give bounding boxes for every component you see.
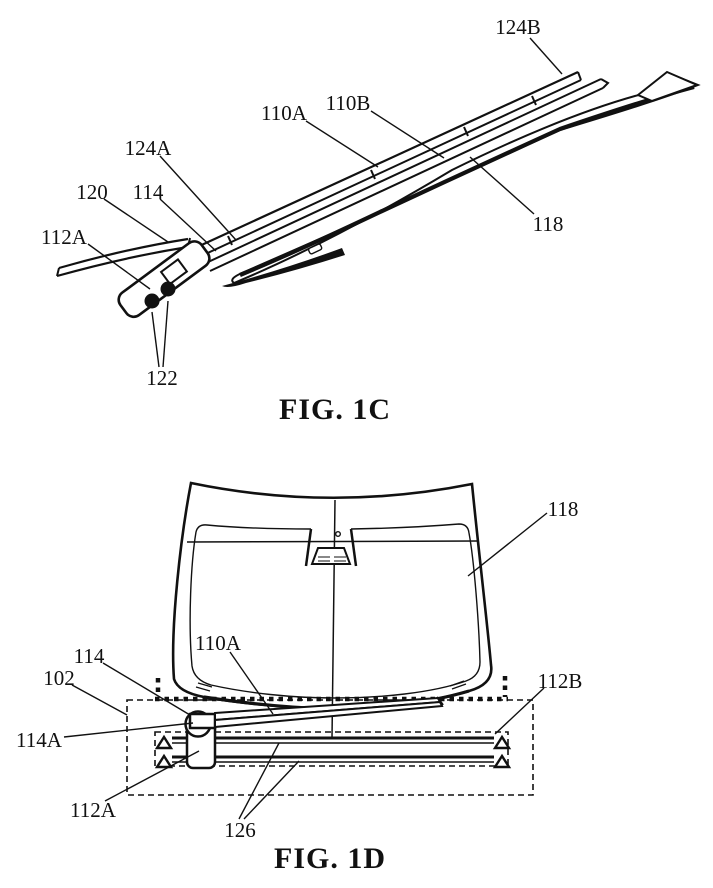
figure-1d: 118 110A 114 102 114A 112A 126 112B FIG.… (16, 481, 582, 875)
leader-114A (63, 722, 194, 738)
connector-hole (144, 293, 160, 309)
leader-110A (229, 651, 274, 715)
rail-end-triangle (154, 753, 174, 769)
rail-end-triangle (492, 734, 512, 750)
sensor-dot (335, 531, 342, 538)
leader-114 (102, 662, 191, 716)
label-124A: 124A (125, 136, 173, 160)
label-112A: 112A (70, 798, 117, 822)
leader-102 (71, 684, 128, 716)
beam-strip-top-edge (205, 78, 602, 264)
rail-end-triangle (154, 734, 174, 750)
figure-1c-leaders (87, 37, 563, 368)
label-122: 122 (146, 366, 178, 390)
leader-112A (87, 243, 151, 290)
leader-112A (104, 750, 200, 802)
figure-1d-leaders (63, 512, 548, 820)
label-124B: 124B (495, 15, 541, 39)
label-118: 118 (533, 212, 564, 236)
rail-divider (227, 235, 233, 246)
rails-drawing (154, 734, 512, 769)
leader-124B (529, 37, 563, 75)
label-114: 114 (133, 180, 164, 204)
figure-1d-labels: 118 110A 114 102 114A 112A 126 112B (16, 497, 582, 842)
end-cap-step-notch (159, 258, 189, 286)
label-110B: 110B (326, 91, 371, 115)
leader-118 (467, 512, 548, 577)
leader-122 (151, 311, 160, 368)
connector-hole (160, 281, 176, 297)
rail-bottom-edge (198, 79, 582, 258)
pivot-drawing (184, 710, 217, 770)
spoiler-118-drawing (222, 70, 701, 287)
leader-114 (159, 198, 217, 252)
leader-112B (494, 687, 545, 735)
dotted-boundary (155, 676, 508, 702)
pivot-clamp (188, 712, 217, 730)
spoiler-clip-detail (307, 243, 323, 255)
leader-124A (159, 155, 237, 241)
zone-box-102 (126, 699, 534, 796)
corner-detail (449, 680, 467, 690)
figure-1c-caption: FIG. 1C (279, 393, 391, 426)
rail-divider (463, 126, 469, 137)
rail-divider (370, 169, 376, 180)
blade-110a-drawing (214, 696, 444, 729)
rail-top-edge (194, 71, 579, 249)
leader-126 (238, 742, 280, 820)
beam-strip-bottom-edge (209, 87, 604, 272)
leader-118 (469, 156, 535, 215)
mirror-mount (304, 528, 358, 567)
windshield-drawing (171, 481, 493, 739)
label-102: 102 (43, 666, 75, 690)
leader-120 (103, 198, 169, 243)
label-110A: 110A (195, 631, 242, 655)
figure-1c: 124B 110A 110B 124A 120 114 112A 122 118… (41, 15, 701, 426)
figure-1d-caption: FIG. 1D (274, 842, 386, 875)
leader-110B (370, 110, 445, 159)
spoiler-lower-edge (239, 84, 695, 277)
figure-1c-labels: 124B 110A 110B 124A 120 114 112A 122 118 (41, 15, 563, 390)
tint-band-line (186, 540, 479, 543)
corner-detail (195, 682, 213, 692)
label-114A: 114A (16, 728, 63, 752)
rail-divider (531, 95, 537, 106)
spoiler-dark-swoosh (222, 248, 345, 287)
rail-end-triangle (492, 753, 512, 769)
label-112A: 112A (41, 225, 88, 249)
leader-110A (305, 120, 379, 168)
center-line (331, 499, 336, 739)
windshield-inner-line (189, 523, 481, 699)
leader-122 (162, 300, 169, 368)
label-126: 126 (224, 818, 256, 842)
label-114: 114 (74, 644, 105, 668)
spoiler-tip-face (636, 70, 700, 103)
label-112B: 112B (538, 669, 583, 693)
leader-126 (243, 760, 300, 820)
beam-drawing (193, 70, 610, 276)
label-120: 120 (76, 180, 108, 204)
end-cap-drawing (117, 240, 211, 319)
label-118: 118 (548, 497, 579, 521)
label-110A: 110A (261, 101, 308, 125)
